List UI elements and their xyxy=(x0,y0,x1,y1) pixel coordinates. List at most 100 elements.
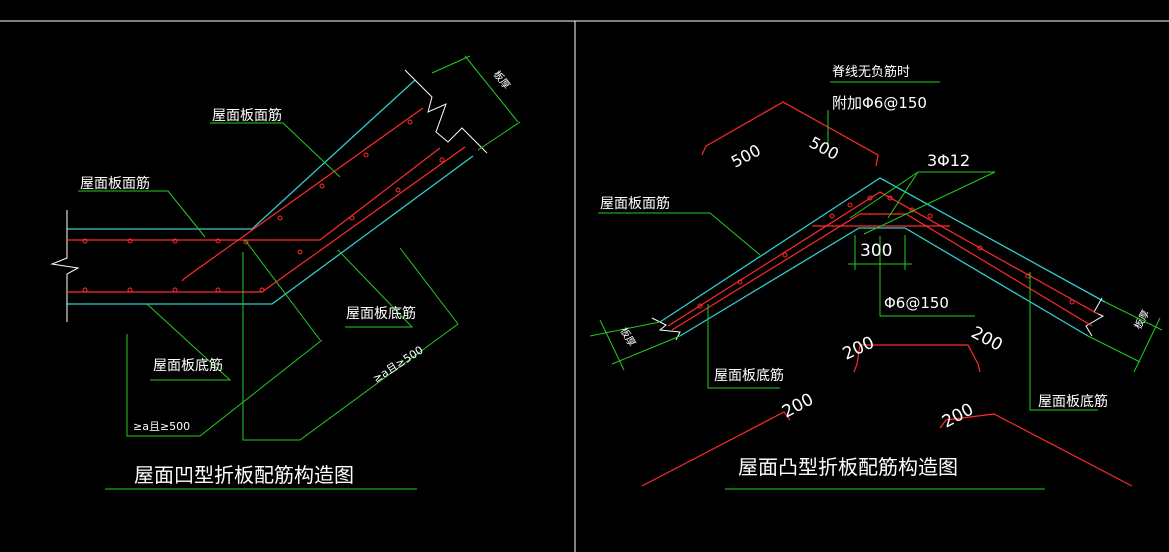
rebar-dot xyxy=(927,213,933,219)
convex-slab-bottom-edge xyxy=(679,227,1089,337)
convex-leaders xyxy=(589,81,1163,490)
rebar-dot xyxy=(782,252,788,258)
dim-thickness-left-line xyxy=(599,319,625,371)
leader-ridge-bars xyxy=(863,171,996,235)
rebar-dot xyxy=(847,202,853,208)
label-anchor-right: ≥a且≥500 xyxy=(371,343,426,385)
leader-ridge-bars-3 xyxy=(849,171,919,219)
rebar-dot xyxy=(407,119,413,125)
convex-lap-bar-left xyxy=(641,411,791,487)
concave-right-break-line xyxy=(404,69,488,154)
rebar-dot xyxy=(697,303,703,309)
label-dim-200-c: 200 xyxy=(779,390,817,423)
leader-bottom-face-left xyxy=(707,304,780,389)
label-dim-200-d: 200 xyxy=(939,400,977,433)
concave-slab-bottom-edge xyxy=(67,155,474,305)
label-dim-300: 300 xyxy=(860,241,892,261)
rebar-dot xyxy=(172,287,178,293)
dim-thickness-left-ext2 xyxy=(611,335,681,365)
leader-bottom-face-right xyxy=(337,249,414,328)
convex-title: 屋面凸型折板配筋构造图 xyxy=(738,455,958,479)
rebar-dot xyxy=(1069,299,1075,305)
concave-fold-plate-detail: 屋面板面筋 屋面板面筋 屋面板底筋 屋面板底筋 ≥a且≥500 ≥a且≥500 … xyxy=(50,55,521,490)
label-bottom-face-left: 屋面板底筋 xyxy=(153,357,223,374)
dim-thickness-left-ext1 xyxy=(589,321,661,337)
convex-right-break xyxy=(1085,297,1105,337)
label-bottom-face-left: 屋面板底筋 xyxy=(714,367,784,384)
label-dim-500-right: 500 xyxy=(806,133,842,164)
rebar-dot xyxy=(349,215,355,221)
dim-anchor-left-ext xyxy=(244,239,321,341)
concave-concrete-outline xyxy=(67,79,474,305)
rebar-dot xyxy=(277,215,283,221)
label-dim-500-left: 500 xyxy=(728,140,764,171)
drawing-frame xyxy=(0,20,1169,552)
label-anchor-left: ≥a且≥500 xyxy=(133,420,190,433)
rebar-dot xyxy=(243,239,249,245)
label-stirrup: Φ6@150 xyxy=(884,294,949,312)
concave-leaders xyxy=(78,55,521,490)
convex-bottom-rebar xyxy=(671,213,1093,331)
dim-thickness-right-line xyxy=(1133,317,1161,373)
convex-left-break xyxy=(651,317,681,341)
leader-top-face-left xyxy=(78,190,206,238)
label-dim-200-b: 200 xyxy=(968,323,1006,356)
concave-rebar xyxy=(67,107,466,293)
label-thickness-right: 板厚 xyxy=(1131,308,1152,332)
concave-break-lines xyxy=(50,69,488,322)
convex-concrete-outline xyxy=(659,177,1106,337)
convex-ridge-extra-bar xyxy=(701,101,879,167)
convex-slab-top-edge xyxy=(659,177,1106,323)
rebar-dot xyxy=(395,187,401,193)
rebar-dot xyxy=(829,213,835,219)
dim-thickness-ext-2 xyxy=(477,121,521,151)
convex-lap-bar-right xyxy=(939,413,1133,487)
rebar-dot xyxy=(82,238,88,244)
concave-top-rebar xyxy=(67,147,441,241)
label-thickness: 板厚 xyxy=(491,68,514,92)
leader-top-face-upper xyxy=(210,122,341,178)
convex-stirrup-bar xyxy=(853,344,981,373)
label-dim-200-a: 200 xyxy=(840,333,878,365)
dim-anchor-left xyxy=(126,334,323,437)
rebar-dot xyxy=(363,152,369,158)
dim-thickness-right-ext1 xyxy=(1104,301,1163,331)
label-bottom-face-right: 屋面板底筋 xyxy=(1038,393,1108,410)
rebar-dot xyxy=(127,238,133,244)
label-top-face-left: 屋面板面筋 xyxy=(80,175,150,192)
leader-bottom-face-left xyxy=(146,303,232,381)
rebar-dot xyxy=(259,287,265,293)
concave-top-rebar-inclined xyxy=(181,107,424,282)
label-ridge-note-2: 附加Φ6@150 xyxy=(832,94,927,112)
rebar-dot xyxy=(215,287,221,293)
label-ridge-note-1: 脊线无负筋时 xyxy=(832,64,910,80)
concave-rebar-dots xyxy=(82,119,445,293)
rebar-dot xyxy=(319,183,325,189)
rebar-dot xyxy=(127,287,133,293)
rebar-dot xyxy=(439,157,445,163)
rebar-dot xyxy=(737,279,743,285)
rebar-dot xyxy=(977,245,983,251)
rebar-dot xyxy=(172,238,178,244)
dim-anchor-right-ext xyxy=(399,247,459,325)
leader-top-face xyxy=(598,212,761,256)
rebar-dot xyxy=(82,287,88,293)
convex-break-lines xyxy=(651,297,1105,341)
convex-fold-plate-detail: 脊线无负筋时 附加Φ6@150 500 500 3Φ12 屋面板面筋 300 Φ… xyxy=(589,64,1163,490)
label-top-face: 屋面板面筋 xyxy=(600,195,670,212)
label-thickness-left: 板厚 xyxy=(617,325,638,349)
leader-ridge-bars-2 xyxy=(887,171,919,219)
label-ridge-bars: 3Φ12 xyxy=(927,151,970,170)
rebar-dot xyxy=(215,238,221,244)
concave-title: 屋面凹型折板配筋构造图 xyxy=(134,463,354,487)
dim-thickness-line xyxy=(464,55,519,123)
rebar-dot xyxy=(867,195,873,201)
concave-left-break-line xyxy=(50,210,80,322)
label-top-face-upper: 屋面板面筋 xyxy=(212,107,282,124)
convex-rebar-dots xyxy=(697,195,1075,309)
concave-slab-top-edge xyxy=(67,79,416,230)
rebar-dot xyxy=(887,195,893,201)
label-bottom-face-right: 屋面板底筋 xyxy=(346,305,416,322)
dim-anchor-right xyxy=(242,252,459,441)
